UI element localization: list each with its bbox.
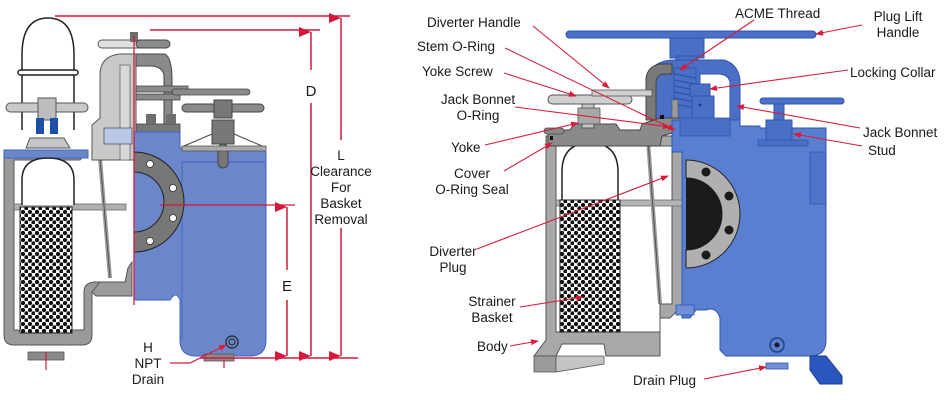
right-strainer-cutaway: Diverter Handle Stem O-Ring Yoke Screw J…	[417, 6, 938, 388]
acme-assembly	[645, 37, 741, 131]
label-locking-collar: Locking Collar	[850, 65, 936, 80]
label-jack-bonnet-stud-line2: Stud	[868, 143, 896, 158]
label-cover-o-ring-seal-line2: O-Ring Seal	[435, 182, 509, 197]
dimension-l-line4: Basket	[320, 196, 362, 211]
label-jack-bonnet-o-ring-line2: O-Ring	[457, 108, 500, 123]
basket-clearance-outline	[17, 17, 79, 130]
label-jack-bonnet-o-ring-line1: Jack Bonnet	[441, 92, 516, 107]
left-body-section	[3, 149, 133, 370]
label-cover-o-ring-seal: Cover O-Ring Seal	[435, 166, 509, 197]
label-yoke-screw: Yoke Screw	[422, 64, 493, 79]
leader-lines	[476, 19, 863, 380]
dimension-lines	[55, 13, 358, 361]
label-strainer-basket-line1: Strainer	[468, 294, 516, 309]
left-blue-body	[133, 131, 267, 368]
npt-drain-label: H NPT Drain	[132, 340, 227, 387]
label-jack-bonnet-o-ring: Jack Bonnet O-Ring	[441, 92, 516, 123]
label-drain-plug: Drain Plug	[633, 373, 696, 388]
label-diverter-plug-line1: Diverter	[429, 244, 477, 259]
left-strainer-elevation: D E L Clearance For Basket Removal H NPT…	[3, 13, 372, 387]
label-acme-thread: ACME Thread	[735, 6, 820, 21]
label-stem-o-ring: Stem O-Ring	[417, 39, 495, 54]
label-jack-bonnet-stud-line1: Jack Bonnet	[863, 125, 938, 140]
right-gray-body	[533, 89, 683, 373]
npt-drain-line1: H	[143, 340, 153, 355]
label-cover-o-ring-seal-line1: Cover	[454, 166, 491, 181]
label-strainer-basket-line2: Basket	[471, 310, 513, 325]
label-diverter-plug-line2: Plug	[439, 260, 466, 275]
right-blue-body	[671, 97, 845, 385]
left-center-yoke	[91, 32, 251, 161]
dimension-d-label: D	[306, 83, 317, 100]
dimension-l-line2: Clearance	[310, 164, 372, 179]
label-strainer-basket: Strainer Basket	[468, 294, 516, 325]
diverter-handle-left	[5, 97, 89, 149]
label-plug-lift-handle: Plug Lift Handle	[874, 9, 923, 40]
label-diverter-plug: Diverter Plug	[429, 244, 477, 275]
dimension-l-line3: For	[331, 180, 352, 195]
plug-lift-handle	[565, 30, 817, 39]
npt-drain-line3: Drain	[132, 372, 164, 387]
label-body: Body	[477, 339, 508, 354]
label-yoke: Yoke	[451, 140, 481, 155]
dimension-l-letter: L	[337, 148, 345, 163]
label-plug-lift-handle-line2: Handle	[877, 25, 920, 40]
label-plug-lift-handle-line1: Plug Lift	[874, 9, 923, 24]
label-diverter-handle: Diverter Handle	[427, 15, 521, 30]
dimension-l-label: L Clearance For Basket Removal	[310, 148, 372, 227]
jack-bonnet-handle-left	[181, 99, 267, 169]
npt-drain-line2: NPT	[135, 356, 162, 371]
dimension-l-line5: Removal	[314, 212, 367, 227]
label-jack-bonnet-stud: Jack Bonnet Stud	[863, 125, 938, 158]
dimension-e-label: E	[282, 278, 292, 295]
